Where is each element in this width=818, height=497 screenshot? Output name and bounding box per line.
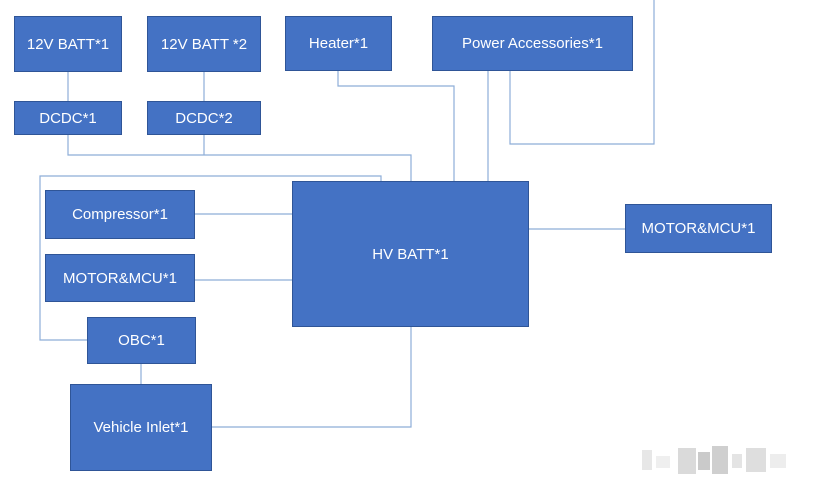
node-dcdc-1-label: DCDC*1	[39, 109, 97, 127]
wire-power-accessories-loop	[509, 0, 655, 145]
node-dcdc-2: DCDC*2	[147, 101, 261, 135]
node-heater-label: Heater*1	[308, 35, 369, 52]
node-heater: Heater*1	[285, 16, 392, 71]
node-obc: OBC*1	[87, 317, 196, 364]
node-hv-batt-label: HV BATT*1	[372, 245, 449, 263]
node-motor-mcu-left-label: MOTOR&MCU*1	[63, 269, 177, 287]
node-dcdc-2-label: DCDC*2	[175, 109, 233, 127]
wire-obc-to-hv_batt	[39, 175, 382, 341]
node-12v-batt-1: 12V BATT*1	[14, 16, 122, 72]
node-vehicle-inlet: Vehicle Inlet*1	[70, 384, 212, 471]
wire-dcdc_1-to-hv_batt	[67, 135, 412, 181]
node-motor-mcu-right: MOTOR&MCU*1	[625, 204, 772, 253]
node-compressor-label: Compressor*1	[72, 206, 168, 223]
node-12v-batt-1-label: 12V BATT*1	[26, 35, 110, 53]
node-12v-batt-2-label: 12V BATT *2	[160, 35, 248, 53]
node-dcdc-1: DCDC*1	[14, 101, 122, 135]
wire-vehicle_inlet-to-hv_batt	[212, 327, 412, 428]
node-motor-mcu-right-label: MOTOR&MCU*1	[641, 220, 756, 237]
pixelated-watermark	[636, 440, 796, 480]
node-motor-mcu-left: MOTOR&MCU*1	[45, 254, 195, 302]
node-12v-batt-2: 12V BATT *2	[147, 16, 261, 72]
node-vehicle-inlet-label: Vehicle Inlet*1	[93, 419, 189, 436]
wire-heater-to-hv_batt	[337, 71, 455, 181]
node-compressor: Compressor*1	[45, 190, 195, 239]
node-power-accessories: Power Accessories*1	[432, 16, 633, 71]
node-power-accessories-label: Power Accessories*1	[462, 35, 603, 52]
node-obc-label: OBC*1	[118, 332, 165, 349]
node-hv-batt: HV BATT*1	[292, 181, 529, 327]
